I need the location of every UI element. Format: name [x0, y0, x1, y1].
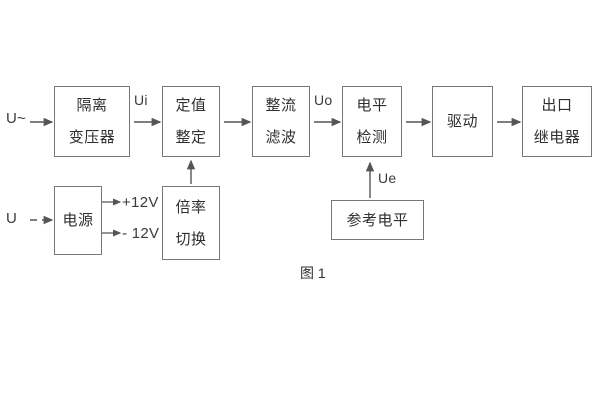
- block-power-supply[interactable]: 电源: [54, 186, 102, 255]
- block-label-line1: 电平: [356, 97, 388, 114]
- signal-label-rail-negative: - 12V: [122, 225, 160, 242]
- block-label-line1: 驱动: [446, 113, 478, 130]
- signal-label-input-dc: U: [6, 210, 18, 227]
- block-label-line2: 切换: [175, 230, 207, 248]
- block-label-line2: 滤波: [265, 129, 297, 146]
- block-label-line1: 定值: [175, 97, 207, 114]
- signal-label-uo: Uo: [314, 92, 333, 108]
- block-label-line2: 变压器: [68, 129, 116, 146]
- block-reference-level[interactable]: 参考电平: [331, 200, 424, 240]
- signal-label-input-ac: U~: [6, 110, 27, 127]
- block-setting-value[interactable]: 定值 整定: [162, 86, 220, 157]
- block-label-line1: 整流: [265, 97, 297, 114]
- block-label-line1: 倍率: [175, 198, 207, 216]
- block-rectify-filter[interactable]: 整流 滤波: [252, 86, 310, 157]
- signal-label-ui: Ui: [134, 92, 148, 108]
- block-label-line1: 电源: [62, 212, 94, 229]
- block-drive[interactable]: 驱动: [432, 86, 493, 157]
- block-isolation-transformer[interactable]: 隔离 变压器: [54, 86, 130, 157]
- signal-label-ue: Ue: [378, 170, 397, 186]
- block-label-line1: 参考电平: [346, 211, 409, 229]
- block-multiplier-switch[interactable]: 倍率 切换: [162, 186, 220, 260]
- block-label-line2: 整定: [175, 129, 207, 146]
- block-level-detect[interactable]: 电平 检测: [342, 86, 402, 157]
- block-label-line1: 隔离: [76, 97, 108, 114]
- block-label-line1: 出口: [541, 97, 573, 114]
- block-label-line2: 检测: [356, 129, 388, 146]
- block-output-relay[interactable]: 出口 继电器: [522, 86, 592, 157]
- block-label-line2: 继电器: [533, 129, 581, 146]
- figure-caption: 图 1: [300, 265, 326, 281]
- signal-label-rail-positive: +12V: [122, 194, 159, 211]
